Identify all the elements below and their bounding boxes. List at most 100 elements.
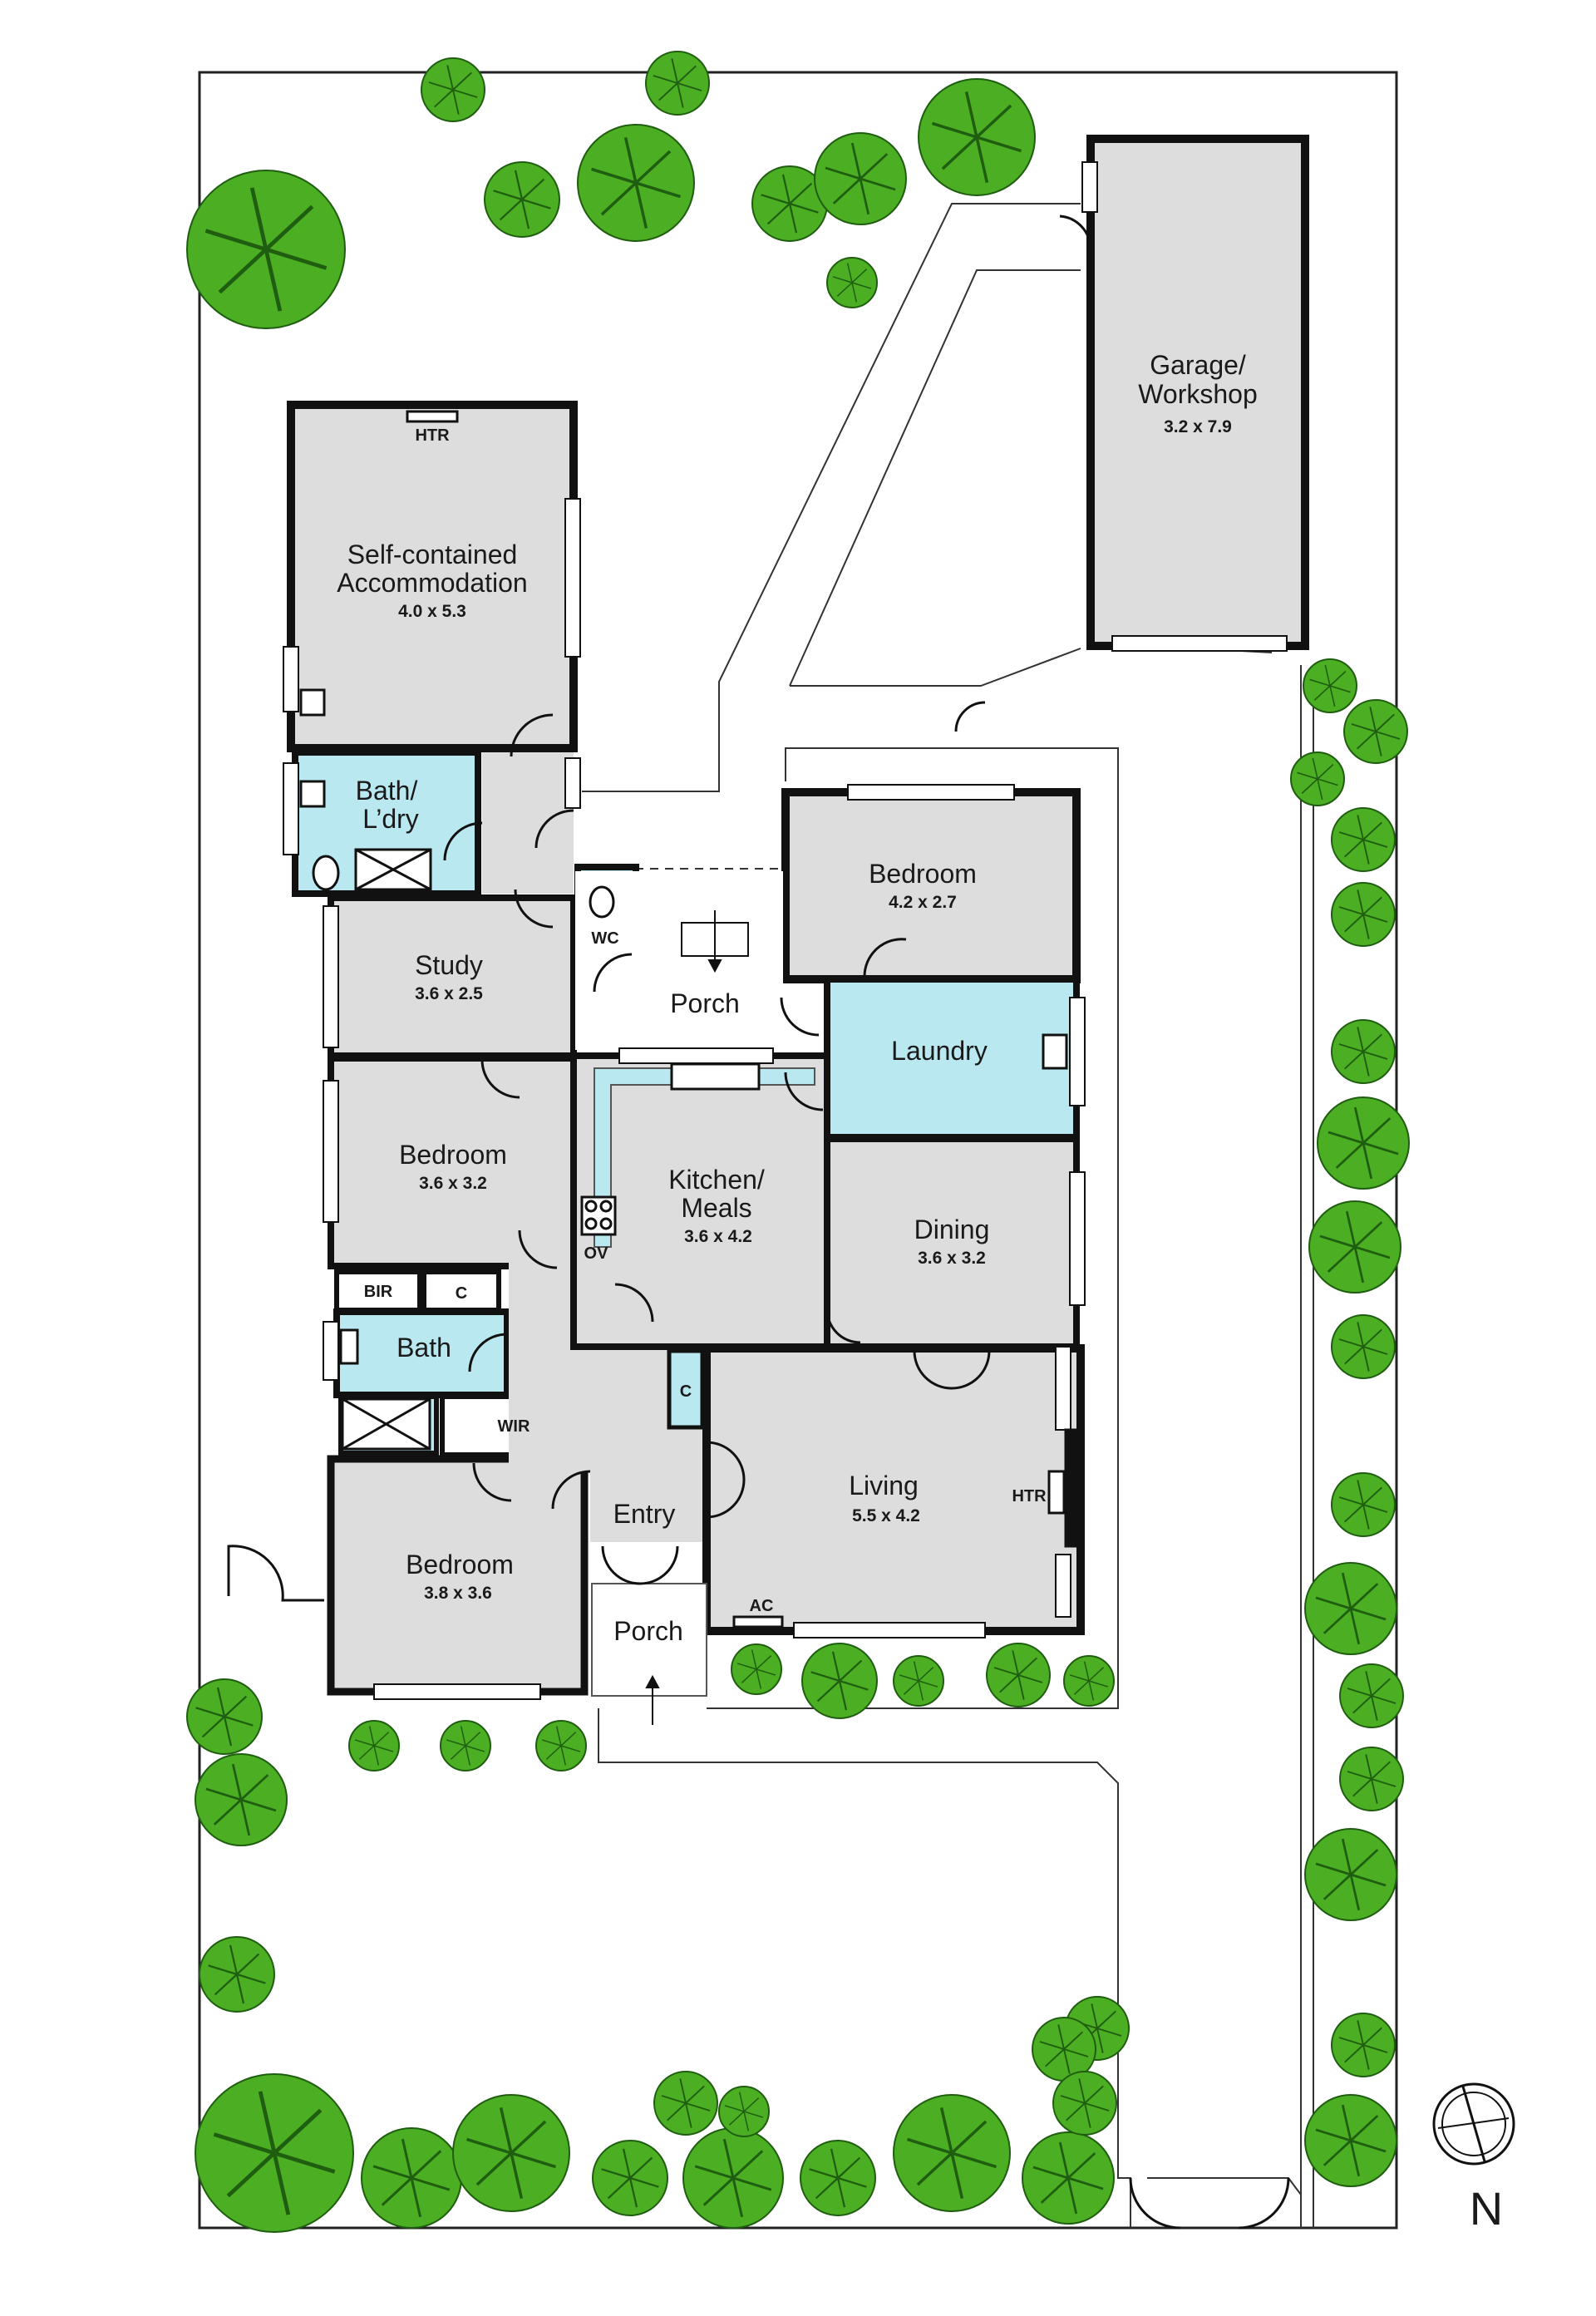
tree-icon [1304, 1828, 1397, 1921]
tree-icon [826, 257, 878, 308]
tree-icon [577, 124, 695, 242]
tree-icon [1063, 1655, 1115, 1707]
living-room [702, 1344, 1085, 1635]
c1-label: C [456, 1284, 467, 1303]
kitchen-bench [594, 1067, 815, 1248]
wc-label: WC [591, 929, 618, 948]
tree-icon [893, 2094, 1011, 2212]
doors [227, 214, 1290, 2230]
tree-icon [893, 1655, 944, 1707]
laundry-name: Laundry [891, 1036, 988, 1066]
tree-icon [801, 1643, 878, 1719]
tree-icon [1317, 1096, 1410, 1190]
tree-icon [195, 2073, 354, 2233]
tree-icon [986, 1643, 1051, 1707]
tree-icon [1331, 1314, 1396, 1379]
accommodation-hall [482, 752, 574, 894]
tree-icon [452, 2094, 570, 2212]
trees [186, 51, 1410, 2233]
bath-name: Bath [397, 1333, 451, 1362]
compass: N [1432, 2082, 1515, 2235]
oven-label: OV [584, 1244, 609, 1263]
bedroom-middle-dims: 3.6 x 3.2 [419, 1174, 487, 1193]
tree-icon [186, 170, 346, 329]
tree-icon [1331, 807, 1396, 872]
tree-icon [731, 1643, 782, 1695]
bedroom-middle-name: Bedroom [399, 1140, 507, 1170]
living-name: Living [849, 1471, 919, 1500]
windows [283, 161, 1288, 1700]
laundry-room [824, 976, 1080, 1141]
bedroom-rear-dims: 4.2 x 2.7 [889, 893, 957, 912]
tree-icon [592, 2140, 668, 2216]
accommodation-name-1: Self-contained [347, 540, 518, 569]
tree-icon [1022, 2131, 1115, 2225]
tree-icon [718, 2086, 770, 2137]
wir-label: WIR [498, 1417, 530, 1436]
htr-top-label: HTR [415, 426, 450, 445]
garage-name-2: Workshop [1138, 379, 1257, 409]
tree-icon [1339, 1747, 1404, 1811]
dining-name: Dining [914, 1215, 990, 1244]
tree-icon [1343, 699, 1408, 764]
tree-icon [535, 1720, 587, 1771]
kitchen-name-2: Meals [681, 1193, 751, 1223]
tree-icon [1331, 2013, 1396, 2077]
ac-label: AC [750, 1597, 774, 1615]
tree-icon [1052, 2071, 1117, 2136]
tree-icon [199, 1936, 275, 2013]
bedroom-front-name: Bedroom [406, 1550, 514, 1579]
dining-dims: 3.6 x 3.2 [918, 1249, 986, 1268]
porch-rear-name: Porch [670, 988, 740, 1018]
tree-icon [348, 1720, 400, 1771]
htr-living-label: HTR [1012, 1487, 1047, 1505]
compass-north-label: N [1470, 2182, 1503, 2235]
step-arrows [645, 910, 749, 1725]
tree-icon [682, 2127, 784, 2229]
entry-name: Entry [613, 1499, 676, 1529]
tree-icon [361, 2127, 462, 2229]
tree-icon [195, 1753, 288, 1846]
tree-icon [1308, 1200, 1401, 1294]
kitchen-dims: 3.6 x 4.2 [684, 1227, 752, 1246]
tree-icon [440, 1720, 491, 1771]
tree-icon [1032, 2017, 1096, 2082]
garage-name-1: Garage/ [1150, 350, 1246, 380]
study-name: Study [415, 950, 483, 980]
fixtures-lines [299, 410, 1079, 1629]
c-cupboard-2 [667, 1348, 705, 1430]
accommodation-dims: 4.0 x 5.3 [398, 602, 466, 621]
entry-hall [509, 1230, 707, 1542]
rooms [287, 135, 1309, 1697]
bath-ldry-name-1: Bath/ [356, 776, 418, 806]
tree-icon [645, 51, 710, 116]
bedroom-front-dims: 3.8 x 3.6 [424, 1584, 492, 1603]
tree-icon [484, 161, 560, 238]
c-cupboard-1 [421, 1269, 501, 1313]
tree-icon [421, 57, 485, 122]
study-dims: 3.6 x 2.5 [415, 984, 483, 1003]
tree-icon [1331, 882, 1396, 947]
tree-icon [1331, 1472, 1396, 1537]
tree-icon [814, 132, 907, 225]
accommodation-name-2: Accommodation [337, 568, 527, 598]
tree-icon [1304, 2094, 1397, 2187]
kitchen-name-1: Kitchen/ [668, 1165, 765, 1195]
room-labels: Garage/ Workshop 3.2 x 7.9 HTR Self-cont… [337, 350, 1257, 1646]
tree-icon [1303, 658, 1357, 713]
tree-icon [800, 2140, 876, 2216]
tree-icon [1304, 1562, 1397, 1655]
bath-ldry-name-2: L’dry [362, 804, 419, 834]
tree-icon [918, 78, 1036, 196]
tree-icon [186, 1678, 263, 1755]
tree-icon [653, 2071, 718, 2136]
tree-icon [1339, 1663, 1404, 1728]
garage-room [1086, 135, 1309, 650]
c2-label: C [680, 1382, 692, 1401]
living-dims: 5.5 x 4.2 [852, 1506, 920, 1525]
porch-front-name: Porch [613, 1616, 683, 1646]
tree-icon [1331, 1019, 1396, 1084]
garage-dims: 3.2 x 7.9 [1164, 417, 1232, 436]
bir-label: BIR [364, 1283, 393, 1301]
